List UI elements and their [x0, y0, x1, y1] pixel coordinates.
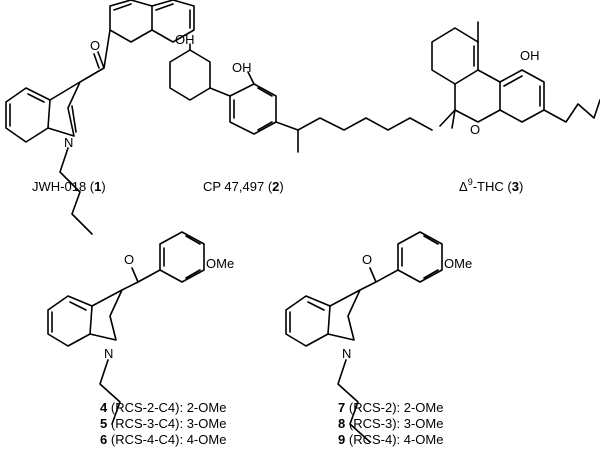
- structure-rcs-c4: O OMe N: [47, 231, 234, 425]
- label-compound-5: 5 (RCS-3-C4): 3-OMe: [100, 416, 226, 431]
- atom-oxygen: O: [90, 38, 100, 53]
- structure-thc: O OH Δ9-THC (3): [431, 21, 600, 194]
- atom-oxygen-pyran: O: [470, 122, 480, 137]
- atom-oxygen-c4: O: [124, 252, 134, 267]
- atom-oxygen-c5: O: [362, 252, 372, 267]
- atom-methoxy-c4: OMe: [206, 256, 234, 271]
- labels-series-c5: 7 (RCS-2): 2-OMe 8 (RCS-3): 3-OMe 9 (RCS…: [338, 400, 443, 447]
- structure-rcs: O OMe N: [285, 231, 472, 443]
- label-cp47497: CP 47,497 (2): [203, 179, 284, 194]
- atom-nitrogen: N: [64, 135, 73, 150]
- structure-jwh018: O N JWH-018 (1): [5, 0, 195, 235]
- label-compound-7: 7 (RCS-2): 2-OMe: [338, 400, 443, 415]
- labels-series-c4: 4 (RCS-2-C4): 2-OMe 5 (RCS-3-C4): 3-OMe …: [100, 400, 226, 447]
- label-compound-6: 6 (RCS-4-C4): 4-OMe: [100, 432, 226, 447]
- atom-hydroxyl-thc: OH: [520, 48, 540, 63]
- label-compound-8: 8 (RCS-3): 3-OMe: [338, 416, 443, 431]
- label-compound-4: 4 (RCS-2-C4): 2-OMe: [100, 400, 226, 415]
- atom-hydroxyl-top: OH: [175, 32, 195, 47]
- label-thc: Δ9-THC (3): [459, 177, 523, 194]
- label-jwh018: JWH-018 (1): [32, 179, 106, 194]
- atom-nitrogen-c5: N: [342, 346, 351, 361]
- structure-cp47497: OH OH CP 47,497 (2): [169, 32, 433, 194]
- atom-nitrogen-c4: N: [104, 346, 113, 361]
- atom-hydroxyl-aryl: OH: [232, 60, 252, 75]
- label-compound-9: 9 (RCS-4): 4-OMe: [338, 432, 443, 447]
- atom-methoxy-c5: OMe: [444, 256, 472, 271]
